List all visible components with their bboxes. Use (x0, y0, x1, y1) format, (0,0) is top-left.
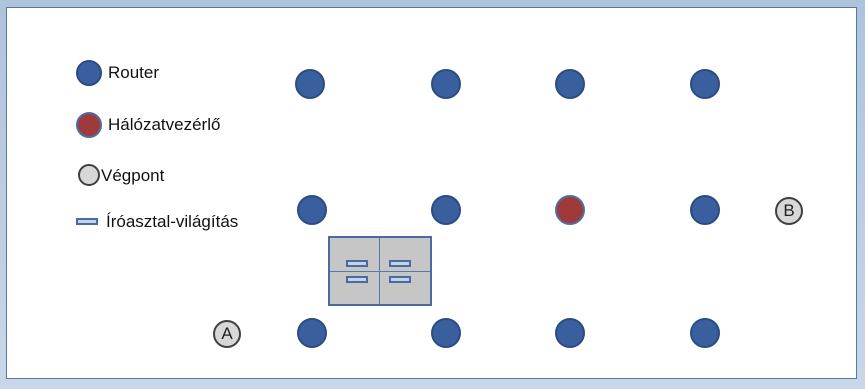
router-node (690, 69, 720, 99)
desk (328, 236, 432, 306)
desk-light (346, 276, 368, 283)
router-node (297, 195, 327, 225)
legend-controller-label: Hálózatvezérlő (108, 115, 221, 134)
router-node (555, 318, 585, 348)
legend-endpoint-label: Végpont (101, 166, 165, 185)
endpoint-b: B (775, 197, 803, 225)
router-node (431, 69, 461, 99)
desk-light (389, 260, 411, 267)
endpoint-a: A (213, 320, 241, 348)
legend-controller-icon (76, 112, 102, 138)
endpoint-b-label: B (783, 201, 795, 220)
router-node (297, 318, 327, 348)
legend-endpoint-icon (78, 164, 100, 186)
legend-desk-light-label: Íróasztal-világítás (106, 212, 239, 231)
router-node (690, 318, 720, 348)
desk-light (346, 260, 368, 267)
router-node (555, 69, 585, 99)
network-controller-node (555, 195, 585, 225)
legend-router-icon (76, 60, 102, 86)
desk-light (389, 276, 411, 283)
desk-divider-horizontal (330, 271, 430, 272)
legend-router-label: Router (108, 63, 160, 82)
router-node (690, 195, 720, 225)
router-node (431, 318, 461, 348)
floor-plan-panel (6, 7, 857, 379)
legend-desk-light-icon (76, 218, 98, 225)
router-node (295, 69, 325, 99)
router-node (431, 195, 461, 225)
endpoint-a-label: A (221, 324, 233, 343)
